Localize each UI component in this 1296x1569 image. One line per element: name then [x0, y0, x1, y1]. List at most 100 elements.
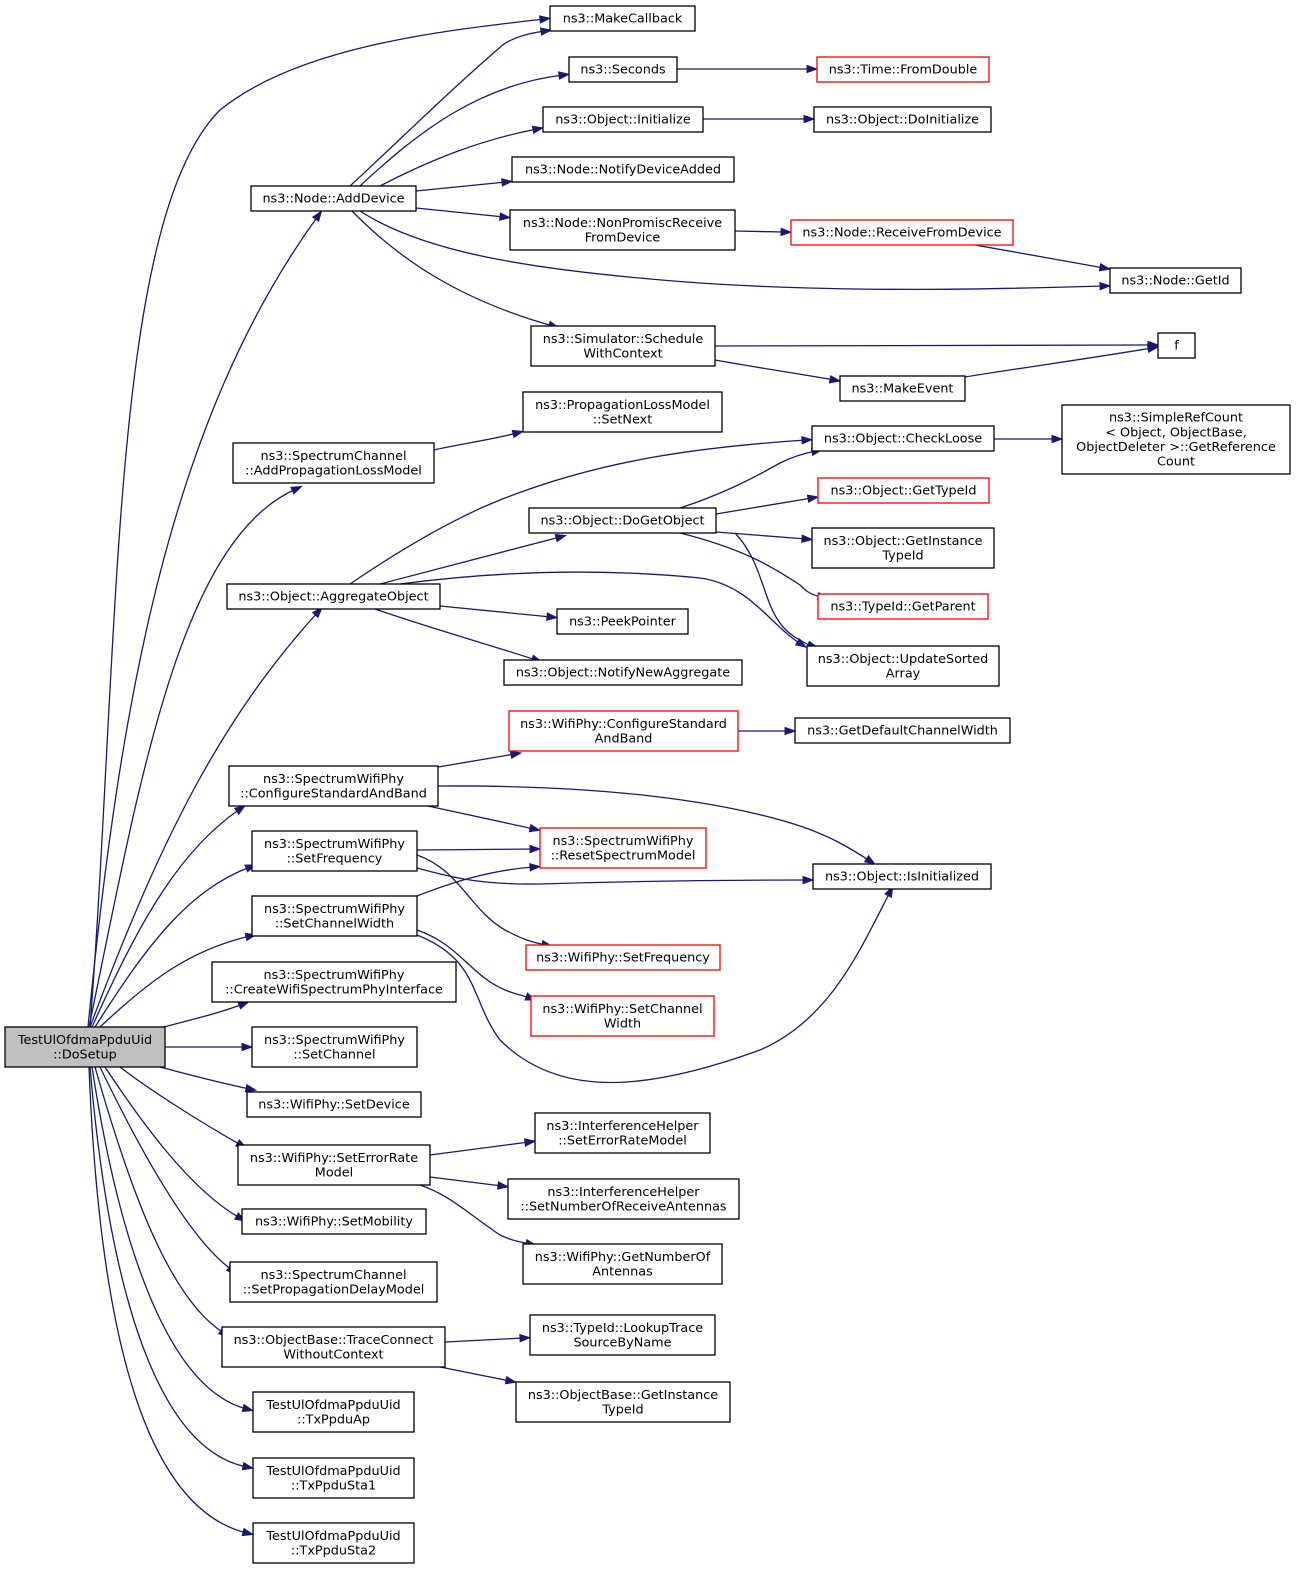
node-txsta2[interactable]: TestUlOfdmaPpduUid::TxPpduSta2 [252, 1522, 415, 1564]
node-adddevice[interactable]: ns3::Node::AddDevice [250, 185, 417, 212]
node-box[interactable] [251, 895, 418, 937]
node-setdevice[interactable]: ns3::WifiPhy::SetDevice [246, 1091, 422, 1118]
node-addprop[interactable]: ns3::SpectrumChannel::AddPropagationLoss… [232, 442, 435, 484]
node-box[interactable] [817, 477, 990, 504]
node-box[interactable] [811, 425, 995, 452]
node-gettypeid[interactable]: ns3::Object::GetTypeId [817, 477, 990, 504]
node-setchannel[interactable]: ns3::SpectrumWifiPhy::SetChannel [251, 1026, 418, 1068]
node-box[interactable] [568, 56, 678, 83]
node-box[interactable] [522, 391, 723, 433]
node-box[interactable] [522, 1243, 723, 1285]
node-txap[interactable]: TestUlOfdmaPpduUid::TxPpduAp [252, 1391, 415, 1433]
node-notifyagg[interactable]: ns3::Object::NotifyNewAggregate [503, 659, 743, 686]
node-simpleref[interactable]: ns3::SimpleRefCount< Object, ObjectBase,… [1061, 404, 1291, 475]
node-box[interactable] [228, 765, 439, 807]
node-box[interactable] [226, 583, 441, 610]
node-recvfrom[interactable]: ns3::Node::ReceiveFromDevice [790, 219, 1014, 246]
node-box[interactable] [508, 710, 739, 752]
node-box[interactable] [232, 442, 435, 484]
node-box[interactable] [252, 1522, 415, 1564]
node-defwidth[interactable]: ns3::GetDefaultChannelWidth [794, 717, 1011, 744]
node-box[interactable] [549, 5, 696, 32]
node-box[interactable] [511, 156, 735, 183]
node-box[interactable] [237, 1144, 431, 1186]
node-box[interactable] [229, 1261, 438, 1303]
node-aggregate[interactable]: ns3::Object::AggregateObject [226, 583, 441, 610]
node-ihant[interactable]: ns3::InterferenceHelper::SetNumberOfRece… [507, 1178, 740, 1220]
node-peek[interactable]: ns3::PeekPointer [556, 608, 689, 635]
node-makeevent[interactable]: ns3::MakeEvent [839, 375, 966, 402]
node-root[interactable]: TestUlOfdmaPpduUid::DoSetup [4, 1026, 166, 1068]
node-doinit[interactable]: ns3::Object::DoInitialize [813, 106, 992, 133]
node-box[interactable] [211, 961, 457, 1003]
node-box[interactable] [507, 1178, 740, 1220]
node-isinit[interactable]: ns3::Object::IsInitialized [812, 863, 992, 890]
node-resetspec[interactable]: ns3::SpectrumWifiPhy::ResetSpectrumModel [539, 827, 707, 869]
node-box[interactable] [794, 717, 1011, 744]
node-getparent[interactable]: ns3::TypeId::GetParent [817, 593, 989, 620]
node-specfreq[interactable]: ns3::SpectrumWifiPhy::SetFrequency [251, 830, 418, 872]
node-box[interactable] [251, 1026, 418, 1068]
node-box[interactable] [1061, 404, 1291, 475]
node-box[interactable] [813, 106, 992, 133]
node-box[interactable] [250, 185, 417, 212]
node-box[interactable] [816, 56, 990, 83]
node-fromdouble[interactable]: ns3::Time::FromDouble [816, 56, 990, 83]
node-ihrate[interactable]: ns3::InterferenceHelper::SetErrorRateMod… [534, 1112, 711, 1154]
node-box[interactable] [503, 659, 743, 686]
node-seconds[interactable]: ns3::Seconds [568, 56, 678, 83]
node-f[interactable]: f [1157, 332, 1196, 359]
node-box[interactable] [530, 325, 716, 367]
node-box[interactable] [525, 944, 721, 971]
node-box[interactable] [4, 1026, 166, 1068]
node-traceconn[interactable]: ns3::ObjectBase::TraceConnectWithoutCont… [221, 1326, 446, 1368]
node-box[interactable] [790, 219, 1014, 246]
node-makecb[interactable]: ns3::MakeCallback [549, 5, 696, 32]
node-box[interactable] [252, 1391, 415, 1433]
node-wificonf[interactable]: ns3::WifiPhy::ConfigureStandardAndBand [508, 710, 739, 752]
node-box[interactable] [529, 1314, 716, 1356]
node-box[interactable] [839, 375, 966, 402]
node-box[interactable] [528, 507, 717, 534]
node-seterror[interactable]: ns3::WifiPhy::SetErrorRateModel [237, 1144, 431, 1186]
node-box[interactable] [556, 608, 689, 635]
node-dogetobj[interactable]: ns3::Object::DoGetObject [528, 507, 717, 534]
node-specwidth[interactable]: ns3::SpectrumWifiPhy::SetChannelWidth [251, 895, 418, 937]
node-specconf[interactable]: ns3::SpectrumWifiPhy::ConfigureStandardA… [228, 765, 439, 807]
node-box[interactable] [1109, 267, 1242, 294]
node-txsta1[interactable]: TestUlOfdmaPpduUid::TxPpduSta1 [252, 1457, 415, 1499]
node-init[interactable]: ns3::Object::Initialize [542, 106, 704, 133]
node-setnext[interactable]: ns3::PropagationLossModel::SetNext [522, 391, 723, 433]
node-box[interactable] [246, 1091, 422, 1118]
node-createiface[interactable]: ns3::SpectrumWifiPhy::CreateWifiSpectrum… [211, 961, 457, 1003]
node-box[interactable] [806, 645, 1000, 687]
node-setmob[interactable]: ns3::WifiPhy::SetMobility [241, 1208, 427, 1235]
node-box[interactable] [542, 106, 704, 133]
node-notifyadded[interactable]: ns3::Node::NotifyDeviceAdded [511, 156, 735, 183]
node-box[interactable] [811, 527, 995, 569]
node-wififreq[interactable]: ns3::WifiPhy::SetFrequency [525, 944, 721, 971]
node-box[interactable] [515, 1381, 731, 1423]
node-setdelay[interactable]: ns3::SpectrumChannel::SetPropagationDela… [229, 1261, 438, 1303]
node-box[interactable] [1157, 332, 1196, 359]
node-box[interactable] [539, 827, 707, 869]
node-box[interactable] [534, 1112, 711, 1154]
node-getid[interactable]: ns3::Node::GetId [1109, 267, 1242, 294]
node-checkloose[interactable]: ns3::Object::CheckLoose [811, 425, 995, 452]
node-box[interactable] [252, 1457, 415, 1499]
node-box[interactable] [509, 209, 736, 251]
node-box[interactable] [530, 995, 715, 1037]
node-wifiwidth[interactable]: ns3::WifiPhy::SetChannelWidth [530, 995, 715, 1037]
node-box[interactable] [817, 593, 989, 620]
node-box[interactable] [241, 1208, 427, 1235]
node-box[interactable] [812, 863, 992, 890]
node-box[interactable] [251, 830, 418, 872]
node-box[interactable] [221, 1326, 446, 1368]
